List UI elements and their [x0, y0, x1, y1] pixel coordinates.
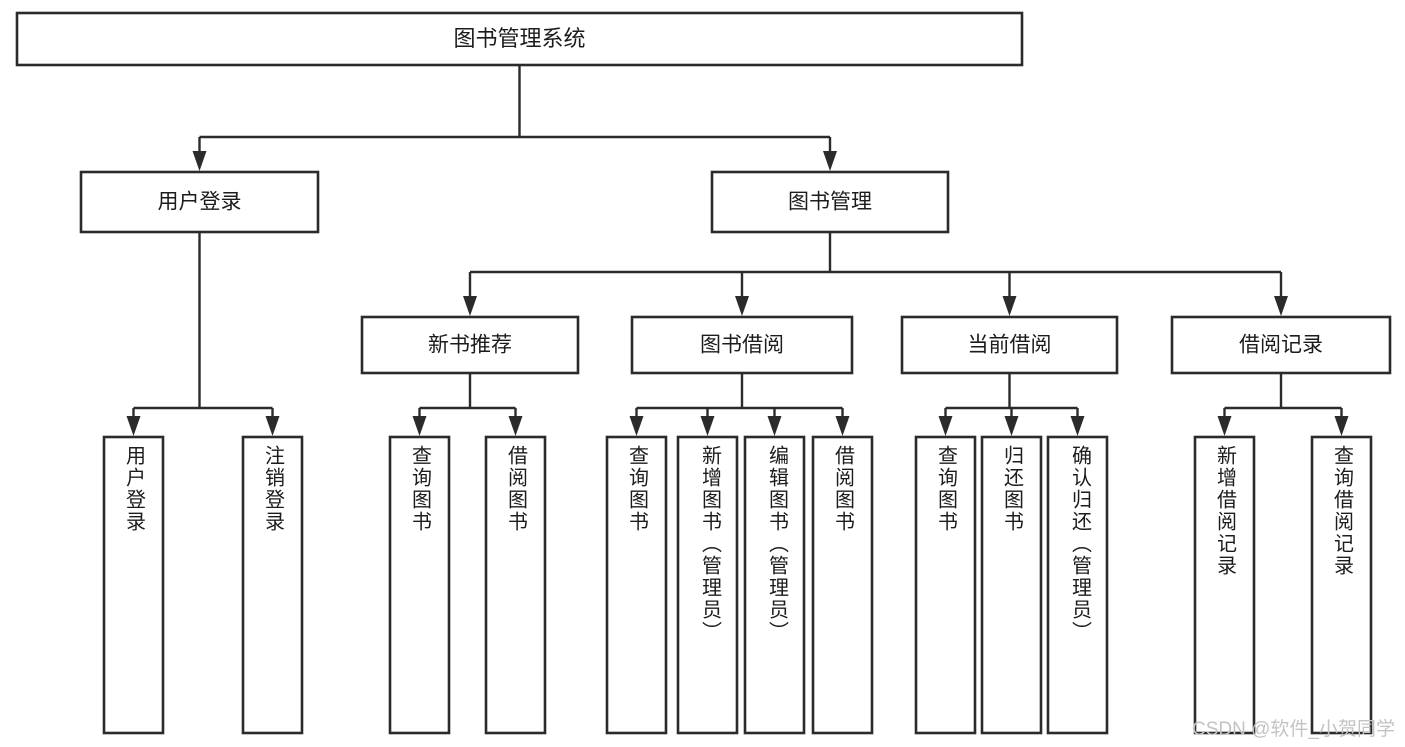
connector-layer — [126, 65, 1349, 436]
arrow-head-icon — [463, 296, 477, 316]
node-level3-current-borrow-label: 当前借阅 — [968, 334, 1052, 357]
node-level2-book-manage-label: 图书管理 — [788, 191, 872, 214]
node-leaf-leaf-user-login-rect — [102, 435, 165, 735]
arrow-head-icon — [1002, 296, 1017, 316]
arrow-head-icon — [265, 416, 280, 436]
arrow-head-icon — [629, 416, 644, 436]
node-leaf-leaf-add-record[interactable] — [1193, 435, 1256, 735]
arrow-head-icon — [1004, 416, 1019, 436]
arrow-head-icon — [938, 416, 953, 436]
node-leaf-leaf-borrow-book-1-rect — [484, 435, 547, 735]
node-root-label: 图书管理系统 — [453, 26, 585, 51]
arrow-head-icon — [412, 416, 427, 436]
arrow-head-icon — [1070, 416, 1085, 436]
node-level3-borrow-record-rect — [1170, 315, 1392, 375]
node-leaf-leaf-query-book-3-rect — [914, 435, 977, 735]
arrow-head-icon — [1274, 296, 1288, 316]
arrow-head-icon — [1334, 416, 1349, 436]
node-leaf-leaf-query-record[interactable] — [1310, 435, 1373, 735]
node-leaf-leaf-return-book-rect — [980, 435, 1043, 735]
node-leaf-leaf-logout[interactable] — [241, 435, 304, 735]
node-leaf-leaf-borrow-book-2[interactable] — [811, 435, 874, 735]
node-leaf-leaf-add-book-rect — [676, 435, 739, 735]
node-leaf-leaf-query-book-2[interactable] — [605, 435, 668, 735]
node-root-rect — [15, 11, 1024, 67]
node-leaf-leaf-query-book-1-rect — [388, 435, 451, 735]
node-level3-current-borrow-rect — [900, 315, 1119, 375]
node-leaf-leaf-query-record-rect — [1310, 435, 1373, 735]
node-leaf-leaf-query-book-3[interactable] — [914, 435, 977, 735]
arrow-head-icon — [835, 416, 850, 436]
node-level2-book-manage[interactable]: 图书管理 — [710, 170, 950, 234]
node-level3-new-book-rec-rect — [360, 315, 580, 375]
node-level2-user-login-rect — [79, 170, 320, 234]
node-level3-borrow-record-label: 借阅记录 — [1239, 334, 1323, 357]
watermark-text: CSDN @软件_小贺同学 — [1192, 719, 1395, 740]
node-leaf-leaf-user-login[interactable] — [102, 435, 165, 735]
node-level3-book-borrow[interactable]: 图书借阅 — [630, 315, 854, 375]
arrow-head-icon — [767, 416, 782, 436]
node-level2-user-login-label: 用户登录 — [158, 191, 242, 214]
arrow-head-icon — [1217, 416, 1232, 436]
node-level3-book-borrow-label: 图书借阅 — [700, 334, 784, 357]
node-level2-book-manage-rect — [710, 170, 950, 234]
arrow-head-icon — [508, 416, 523, 436]
node-leaf-leaf-logout-rect — [241, 435, 304, 735]
node-root[interactable]: 图书管理系统 — [15, 11, 1024, 67]
node-level3-new-book-rec-label: 新书推荐 — [428, 334, 512, 357]
node-leaf-leaf-edit-book-rect — [743, 435, 806, 735]
arrow-head-icon — [126, 416, 141, 436]
node-level3-current-borrow[interactable]: 当前借阅 — [900, 315, 1119, 375]
node-leaf-leaf-add-record-rect — [1193, 435, 1256, 735]
arrow-head-icon — [192, 151, 207, 171]
node-level3-borrow-record[interactable]: 借阅记录 — [1170, 315, 1392, 375]
node-level2-user-login[interactable]: 用户登录 — [79, 170, 320, 234]
node-level3-new-book-rec[interactable]: 新书推荐 — [360, 315, 580, 375]
node-leaf-leaf-confirm-return-rect — [1046, 435, 1109, 735]
node-leaf-leaf-confirm-return[interactable] — [1046, 435, 1109, 735]
node-leaf-leaf-query-book-1[interactable] — [388, 435, 451, 735]
node-leaf-leaf-add-book[interactable] — [676, 435, 739, 735]
arrow-head-icon — [735, 296, 749, 316]
arrow-head-icon — [700, 416, 715, 436]
arrow-head-icon — [823, 151, 837, 171]
node-leaf-leaf-query-book-2-rect — [605, 435, 668, 735]
node-level3-book-borrow-rect — [630, 315, 854, 375]
node-leaf-leaf-edit-book[interactable] — [743, 435, 806, 735]
node-leaf-leaf-borrow-book-1[interactable] — [484, 435, 547, 735]
node-leaf-leaf-borrow-book-2-rect — [811, 435, 874, 735]
node-leaf-leaf-return-book[interactable] — [980, 435, 1043, 735]
